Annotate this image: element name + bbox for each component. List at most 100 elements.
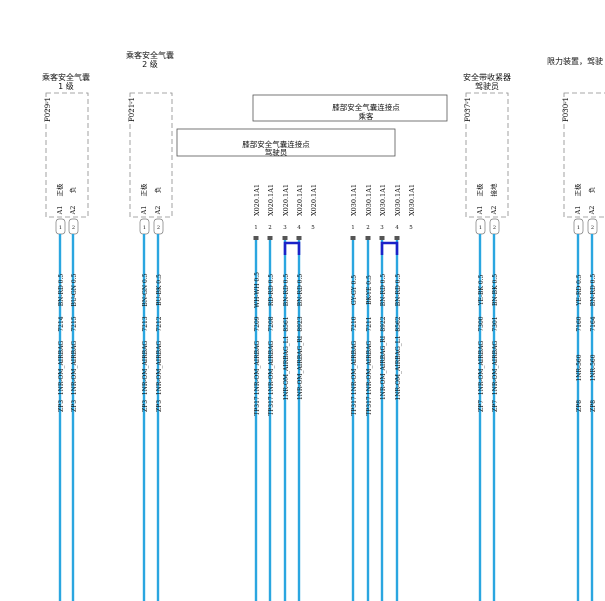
- wire-code-label: TP317: [268, 396, 275, 416]
- wire-code-label: ZP8: [576, 400, 583, 412]
- pin-id: A1: [476, 206, 484, 216]
- wire-color-label: BN-BK 0.5: [492, 274, 499, 306]
- wire-color-label: BN-RD 0.5: [395, 274, 402, 307]
- wire-harness-label: 1NR-OM_AIRBAG: [351, 341, 358, 396]
- wire-number-label: 8922: [380, 316, 387, 331]
- connector-name: X020.1A1: [253, 184, 261, 216]
- pin-socket: [296, 236, 302, 240]
- component-title: 驾驶员: [475, 81, 499, 91]
- pin-socket: [365, 236, 371, 240]
- wire-color-label: BU-BK 0.5: [156, 274, 163, 306]
- wire-number-label: 7215: [71, 316, 78, 331]
- splice-label-box: [176, 128, 396, 157]
- wire-number-label: 7211: [366, 316, 373, 331]
- connector-pin-number: 3: [283, 225, 287, 231]
- wire-color-label: BN-RD 0.5: [283, 274, 290, 307]
- splice-bridge: [283, 241, 301, 255]
- component-ref: F030-1: [562, 97, 570, 122]
- splice-sublabel: 乘客: [359, 111, 374, 121]
- wire-color-label: BN-RD 0.5: [58, 274, 65, 307]
- wire-code-label: TP317: [366, 396, 373, 416]
- wire-number-label: 7208: [268, 316, 275, 331]
- component-title: 限力装置，驾驶: [547, 56, 603, 66]
- wire-harness-label: 1NR-OM_AIRBAG_RI: [380, 335, 387, 400]
- wire-number-label: 7164: [590, 316, 597, 331]
- wire-harness-label: 1NR-OM_AIRBAG: [366, 341, 373, 396]
- component-box: [465, 92, 509, 218]
- connector-name: X030.1A1: [365, 184, 373, 216]
- component-title: 安全带收紧器: [463, 72, 511, 82]
- wire-color-label: BU-GN 0.5: [71, 273, 78, 306]
- splice-label-box: [252, 94, 448, 122]
- connector-pin-number: 5: [311, 225, 315, 231]
- connector-pin-number: 3: [380, 225, 384, 231]
- wire-harness-label: 1NR-OM_AIRBAG_L1: [283, 335, 290, 400]
- wire-code-label: ZP7: [478, 400, 485, 412]
- wire-code-label: ZP3: [58, 400, 65, 412]
- component-ref: F029-1: [44, 97, 52, 122]
- wire-color-label: RD-RD 0.5: [268, 274, 275, 306]
- pin-socket: [282, 236, 288, 240]
- wires: [58, 234, 594, 601]
- connector-pin-number: 2: [157, 225, 160, 231]
- connector-pin-number: 2: [72, 225, 75, 231]
- connector-name: X030.1A1: [394, 184, 402, 216]
- wire-harness-label: 1NR-OM_AIRBAG: [58, 341, 65, 396]
- splice-label: 膝部安全气囊连接点: [242, 139, 310, 149]
- wire-color-label: YE-RD 0.5: [576, 274, 583, 306]
- connector-pin-number: 4: [297, 225, 301, 231]
- wire-harness-label: 1NR-OM_AIRBAG: [142, 341, 149, 396]
- pin-label: 负: [587, 187, 596, 194]
- wire-number-label: 7213: [142, 316, 149, 331]
- pin-label: 正极: [573, 183, 582, 197]
- pin-id: A2: [490, 206, 498, 216]
- connector-pin-number: 5: [409, 225, 413, 231]
- wire-number-label: 8561: [283, 316, 290, 331]
- connector-pin-number: 2: [268, 225, 272, 231]
- pin-id: A2: [69, 206, 77, 216]
- component-title: 乘客安全气囊: [42, 72, 90, 82]
- component-ref: F037-1: [464, 97, 472, 122]
- wire-code-label: ZP3: [71, 400, 78, 412]
- connector-pin-number: 1: [351, 225, 355, 231]
- connector-pin-number: 1: [143, 225, 146, 231]
- connector-pin-number: 1: [577, 225, 580, 231]
- wire-harness-label: 1NR-560: [590, 354, 597, 381]
- wire-color-label: BN-RD 0.5: [297, 274, 304, 307]
- pin-socket: [267, 236, 273, 240]
- wire-number-label: 7214: [58, 316, 65, 331]
- wire-number-label: 7212: [156, 316, 163, 331]
- wire-number-label: 8562: [395, 316, 402, 331]
- connector-name: X030.1A1: [379, 184, 387, 216]
- wire-code-label: ZP3: [142, 400, 149, 412]
- connector-pin-number: 4: [395, 225, 399, 231]
- connector-pin-number: 2: [366, 225, 370, 231]
- wire-harness-label: 1NR-OM_AIRBAG_L1: [395, 335, 402, 400]
- component-ref: F021-1: [128, 97, 136, 122]
- pin-socket: [379, 236, 385, 240]
- pin-label: 接地: [489, 183, 498, 197]
- pin-id: A2: [154, 206, 162, 216]
- wire-color-label: BN-RD 0.5: [590, 274, 597, 307]
- wire-number-label: 7301: [492, 316, 499, 331]
- component-box: [129, 92, 173, 218]
- connector-name: X020.1A1: [296, 184, 304, 216]
- pin-label: 正极: [475, 183, 484, 197]
- wire-number-label: 7209: [254, 316, 261, 331]
- wire-code-label: ZP8: [590, 400, 597, 412]
- connector-name: X020.1A1: [282, 184, 290, 216]
- connector-pin-number: 1: [59, 225, 62, 231]
- connector-name: X020.1A1: [310, 184, 318, 216]
- component-box: [563, 92, 605, 218]
- component-title: 乘客安全气囊: [126, 50, 174, 60]
- component-box: [45, 92, 89, 218]
- pin-socket: [394, 236, 400, 240]
- wire-number-label: 7210: [351, 316, 358, 331]
- splice-bridge: [380, 241, 399, 255]
- wire-harness-label: 1NR-OM_AIRBAG: [254, 341, 261, 396]
- component-title: 1 级: [58, 81, 74, 91]
- connector-name: X030.1A1: [408, 184, 416, 216]
- pin-label: 正极: [55, 183, 64, 197]
